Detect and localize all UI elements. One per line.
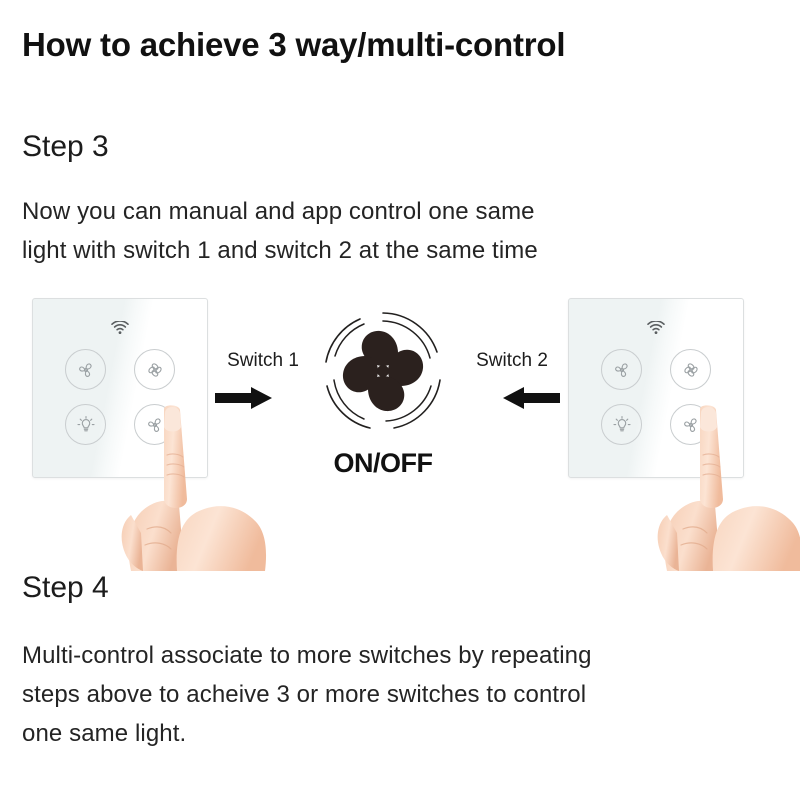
- arrow-right-container: [203, 386, 323, 410]
- fan-button-bottom-right[interactable]: [134, 404, 175, 445]
- fan-button-top-left[interactable]: [65, 349, 106, 390]
- page-title: How to achieve 3 way/multi-control: [22, 26, 566, 63]
- fan-3-blade-icon: [147, 417, 161, 432]
- step-3-body-line-2: light with switch 1 and switch 2 at the …: [22, 237, 538, 264]
- wall-switch-panel-2[interactable]: [568, 298, 800, 571]
- arrow-right-icon: [215, 387, 272, 409]
- fan-3-blade-icon: [614, 362, 628, 377]
- callout-switch-2: Switch 2: [452, 350, 572, 410]
- callout-switch-1: Switch 1: [203, 350, 323, 410]
- wifi-icon: [111, 321, 129, 334]
- light-button-bottom-left[interactable]: [601, 404, 642, 445]
- on-off-label: ON/OFF: [333, 448, 434, 478]
- step-4-body-line-1: Multi-control associate to more switches…: [22, 642, 592, 669]
- step-3-heading: Step 3: [22, 130, 109, 163]
- touch-button-grid: [569, 349, 743, 445]
- light-bulb-icon: [612, 415, 631, 431]
- step-3-body-line-1: Now you can manual and app control one s…: [22, 198, 535, 225]
- fan-button-bottom-right[interactable]: [670, 404, 711, 445]
- arrow-left-icon: [503, 387, 560, 409]
- fan-button-top-right[interactable]: [134, 349, 175, 390]
- step-4-body: Multi-control associate to more switches…: [22, 636, 794, 753]
- wifi-icon: [647, 321, 665, 334]
- touch-button-grid: [33, 349, 207, 445]
- multi-control-illustration: Switch 1 ON/OFF: [0, 288, 800, 571]
- fan-4-blade-filled-icon: [325, 312, 441, 429]
- fan-3-blade-icon: [683, 417, 697, 432]
- step-4-body-line-3: one same light.: [22, 720, 187, 747]
- fan-button-top-right[interactable]: [670, 349, 711, 390]
- fan-4-blade-icon: [683, 362, 698, 377]
- fan-3-blade-icon: [78, 362, 92, 377]
- switch-1-label: Switch 1: [227, 350, 299, 371]
- light-bulb-icon: [76, 415, 95, 431]
- fan-button-top-left[interactable]: [601, 349, 642, 390]
- arrow-left-container: [452, 386, 572, 410]
- step-4-body-line-2: steps above to acheive 3 or more switche…: [22, 681, 587, 708]
- step-3-body: Now you can manual and app control one s…: [22, 192, 782, 270]
- wall-switch-panel-1[interactable]: [32, 298, 267, 571]
- light-button-bottom-left[interactable]: [65, 404, 106, 445]
- switch-2-label: Switch 2: [476, 350, 548, 371]
- step-4-heading: Step 4: [22, 571, 109, 604]
- fan-4-blade-icon: [147, 362, 162, 377]
